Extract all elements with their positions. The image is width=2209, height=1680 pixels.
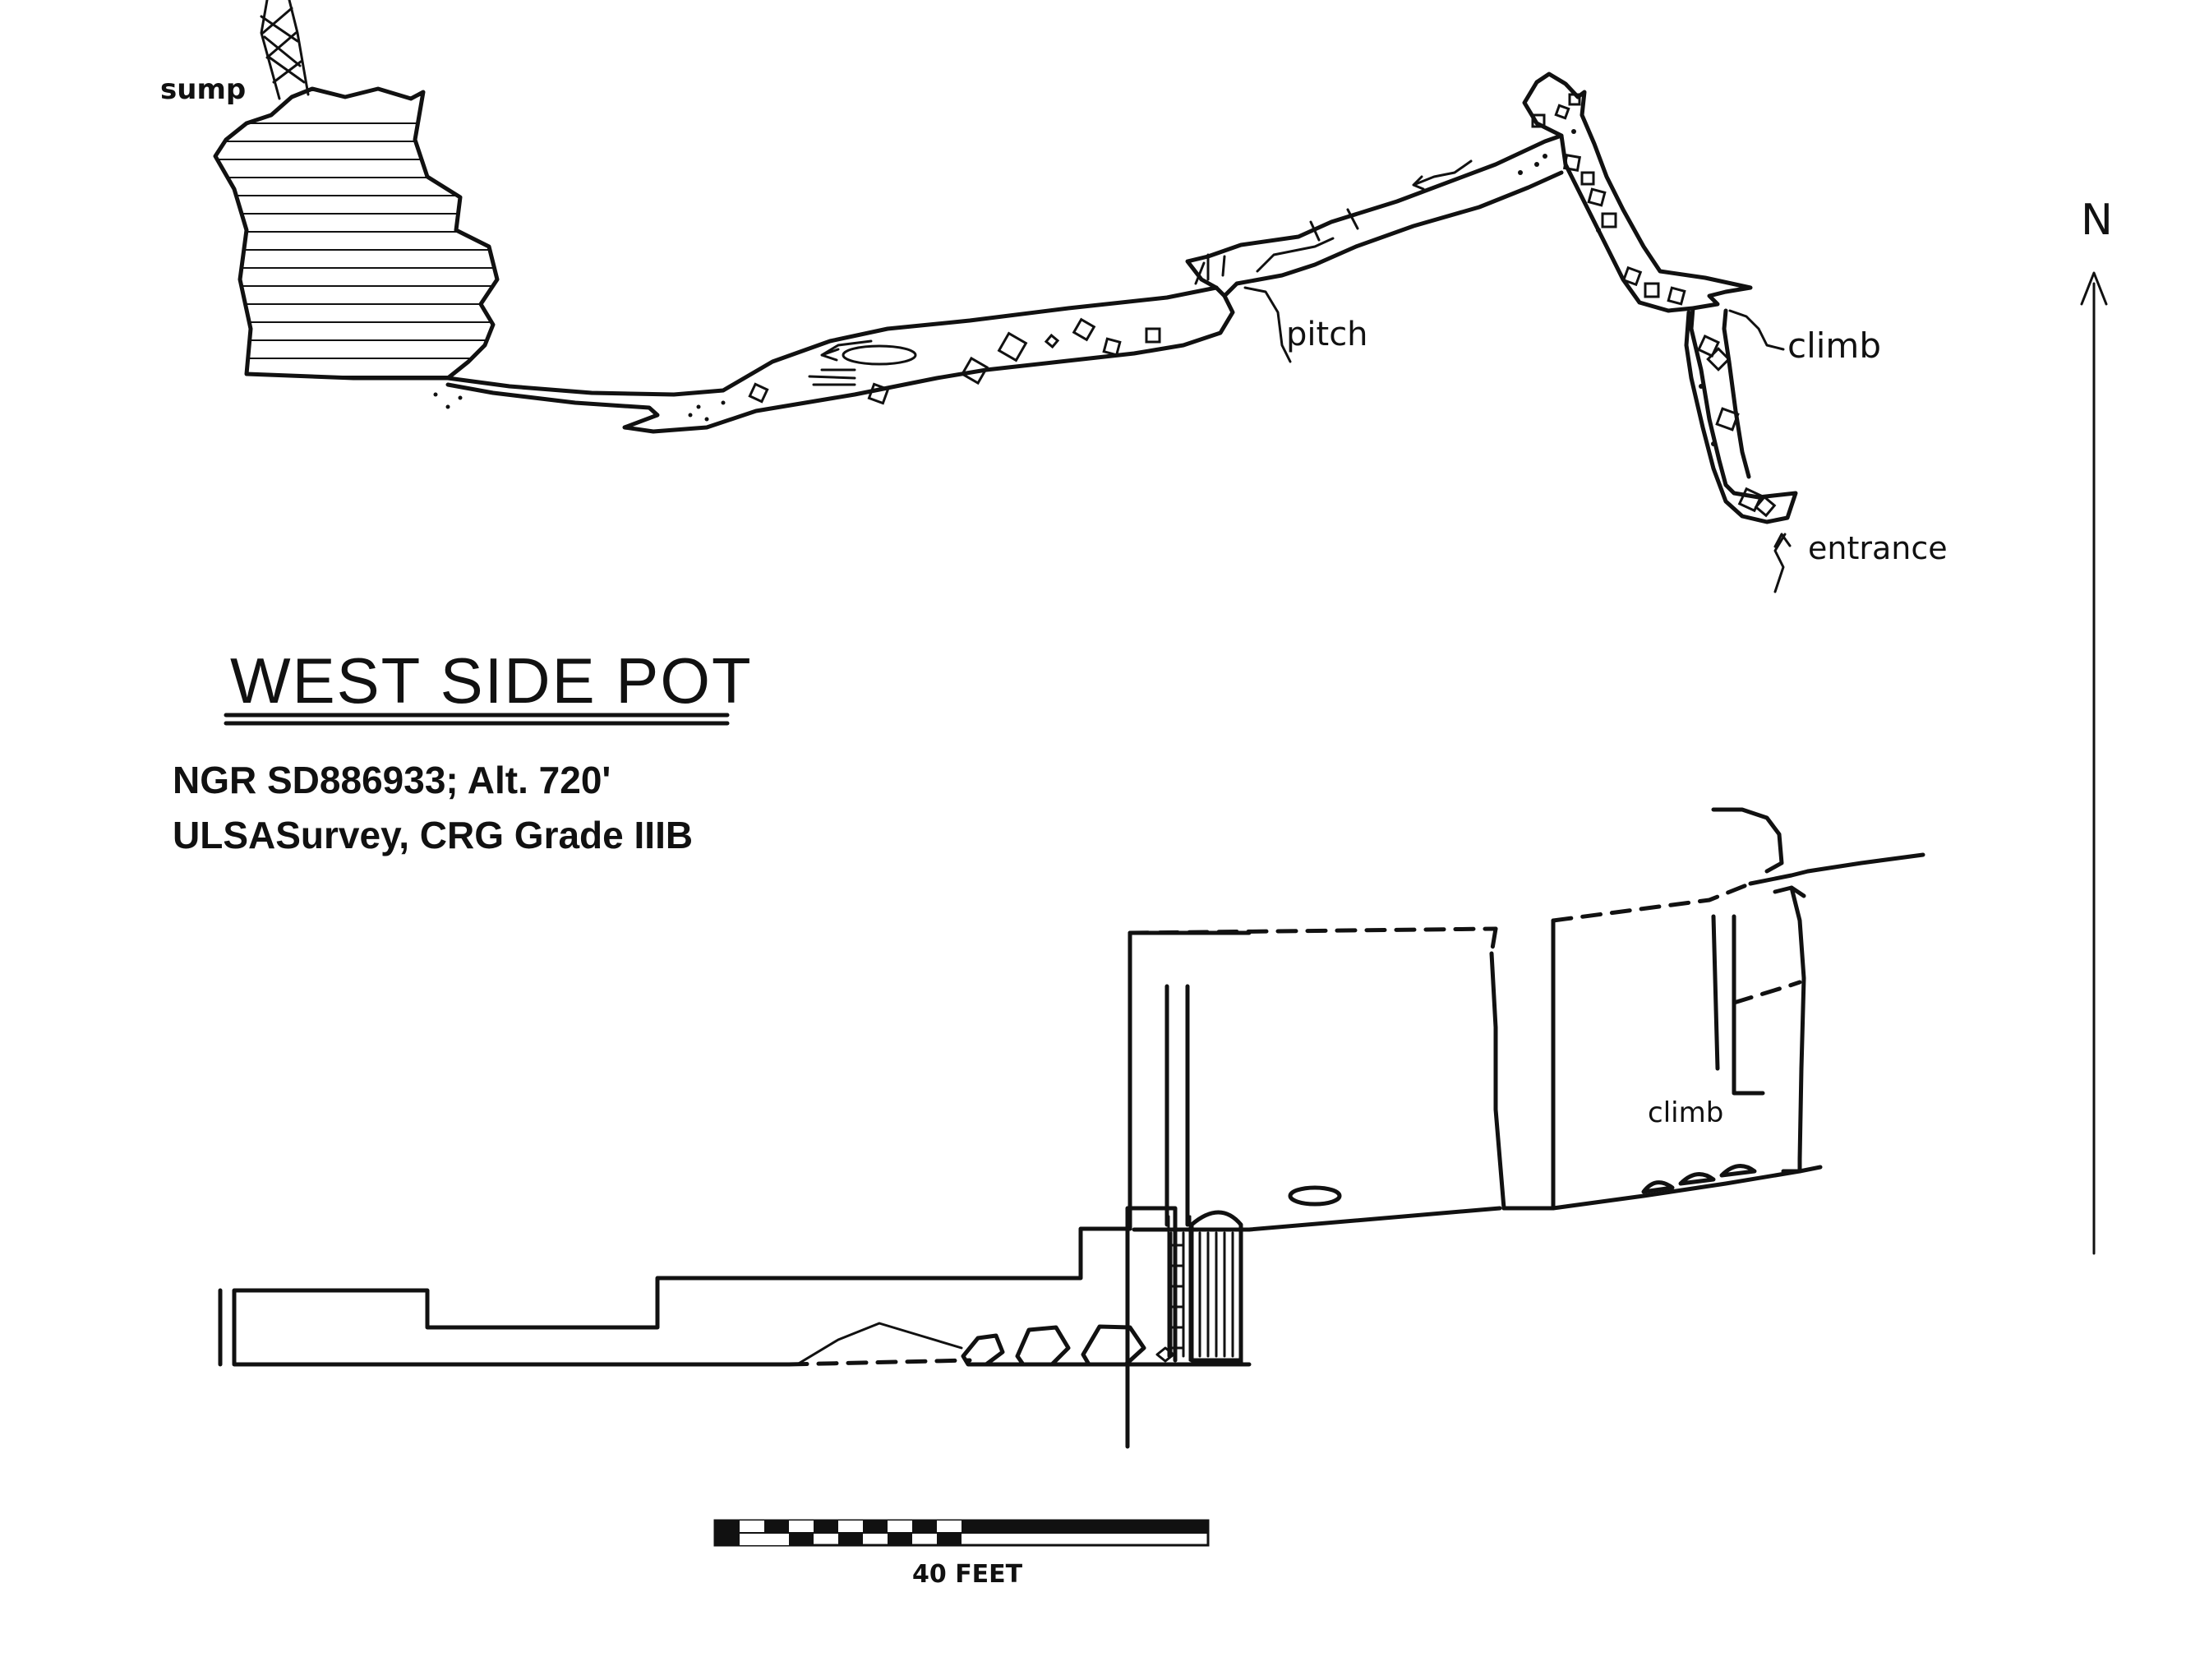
survey-grade: ULSASurvey, CRG Grade IIIB: [173, 814, 693, 856]
entrance-passage: [1684, 306, 1798, 524]
climb-leader: [1728, 309, 1785, 351]
scale-bar: 40 FEET: [713, 1519, 1210, 1589]
grid-reference: NGR SD886933; Alt. 720': [173, 759, 611, 801]
sump-chamber: [213, 86, 500, 381]
title-block: WEST SIDE POT NGR SD886933; Alt. 720' UL…: [173, 644, 753, 856]
scale-label: 40 FEET: [912, 1560, 1023, 1589]
pitch-base: [1155, 1210, 1243, 1367]
climb-label-plan: climb: [1787, 325, 1881, 366]
section-view: climb: [218, 807, 1925, 1449]
upper-passage: [1185, 133, 1564, 298]
sump-water-hatching: [215, 122, 497, 377]
north-label: N: [2081, 196, 2113, 245]
entrance-label: entrance: [1808, 530, 1948, 566]
pitch-ladder: [1169, 1231, 1185, 1358]
sump-inlet: [260, 0, 310, 100]
main-passage: [433, 285, 1235, 434]
page-title: WEST SIDE POT: [230, 644, 753, 717]
ne-passage: [1522, 72, 1753, 313]
plan-view: sump pitch climb entrance: [160, 0, 1948, 593]
climb-label-section: climb: [1648, 1096, 1723, 1129]
north-arrow: N: [2080, 196, 2113, 1255]
sump-label: sump: [160, 73, 246, 106]
pitch-leader: [1243, 286, 1292, 363]
pitch-label: pitch: [1286, 316, 1368, 353]
entrance-arrow: [1773, 533, 1792, 593]
